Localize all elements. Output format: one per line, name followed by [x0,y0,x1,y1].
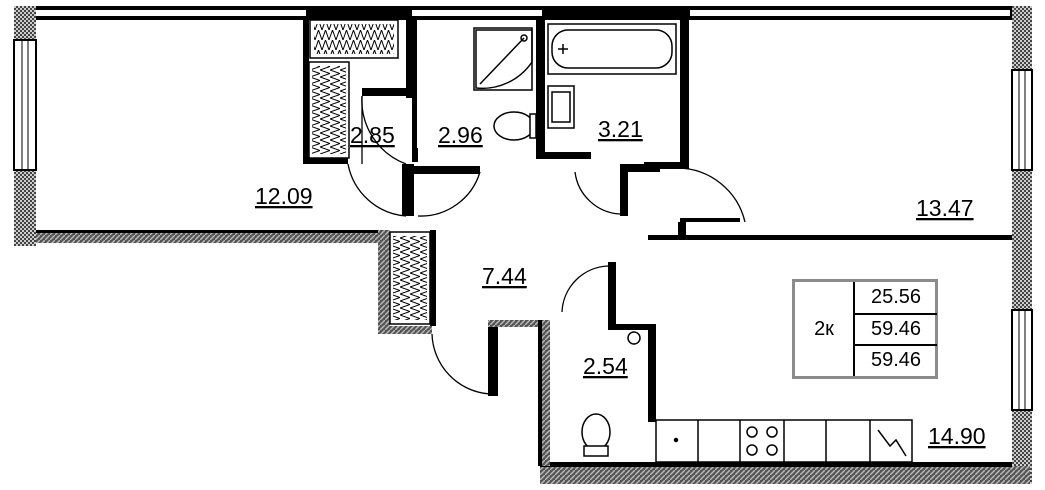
outer-walls [13,6,1033,484]
bathtub-icon [547,23,677,75]
kitchen-counter [655,419,913,463]
total-area-2: 59.46 [855,344,937,375]
washer-icon [627,331,641,345]
area-summary-box: 2к 25.56 59.46 59.46 [792,279,938,379]
living-area: 25.56 [870,286,922,308]
shower-icon [473,27,533,91]
room-label-bedroom: 13.47 [916,195,974,221]
wardrobe-left [308,61,350,159]
sink-icon [547,85,575,129]
room-count: 2к [814,317,834,340]
room-label-kitchen: 14.90 [928,423,986,449]
door-leaves [410,168,740,222]
toilet-icon-2 [581,413,611,457]
total-area: 59.46 [855,313,937,344]
room-label-toilet: 2.54 [583,353,628,379]
toilet-icon [493,111,537,141]
wardrobe-top [309,19,399,59]
room-label-shower: 2.96 [438,122,483,148]
room-label-wardrobe: 2.85 [350,122,395,148]
door-swings [347,95,746,395]
wardrobe-hall [389,231,431,325]
room-label-bathroom: 3.21 [598,116,643,142]
area-values: 25.56 59.46 59.46 [853,282,937,376]
room-label-living: 12.09 [255,183,313,209]
room-label-hallway: 7.44 [482,263,527,289]
